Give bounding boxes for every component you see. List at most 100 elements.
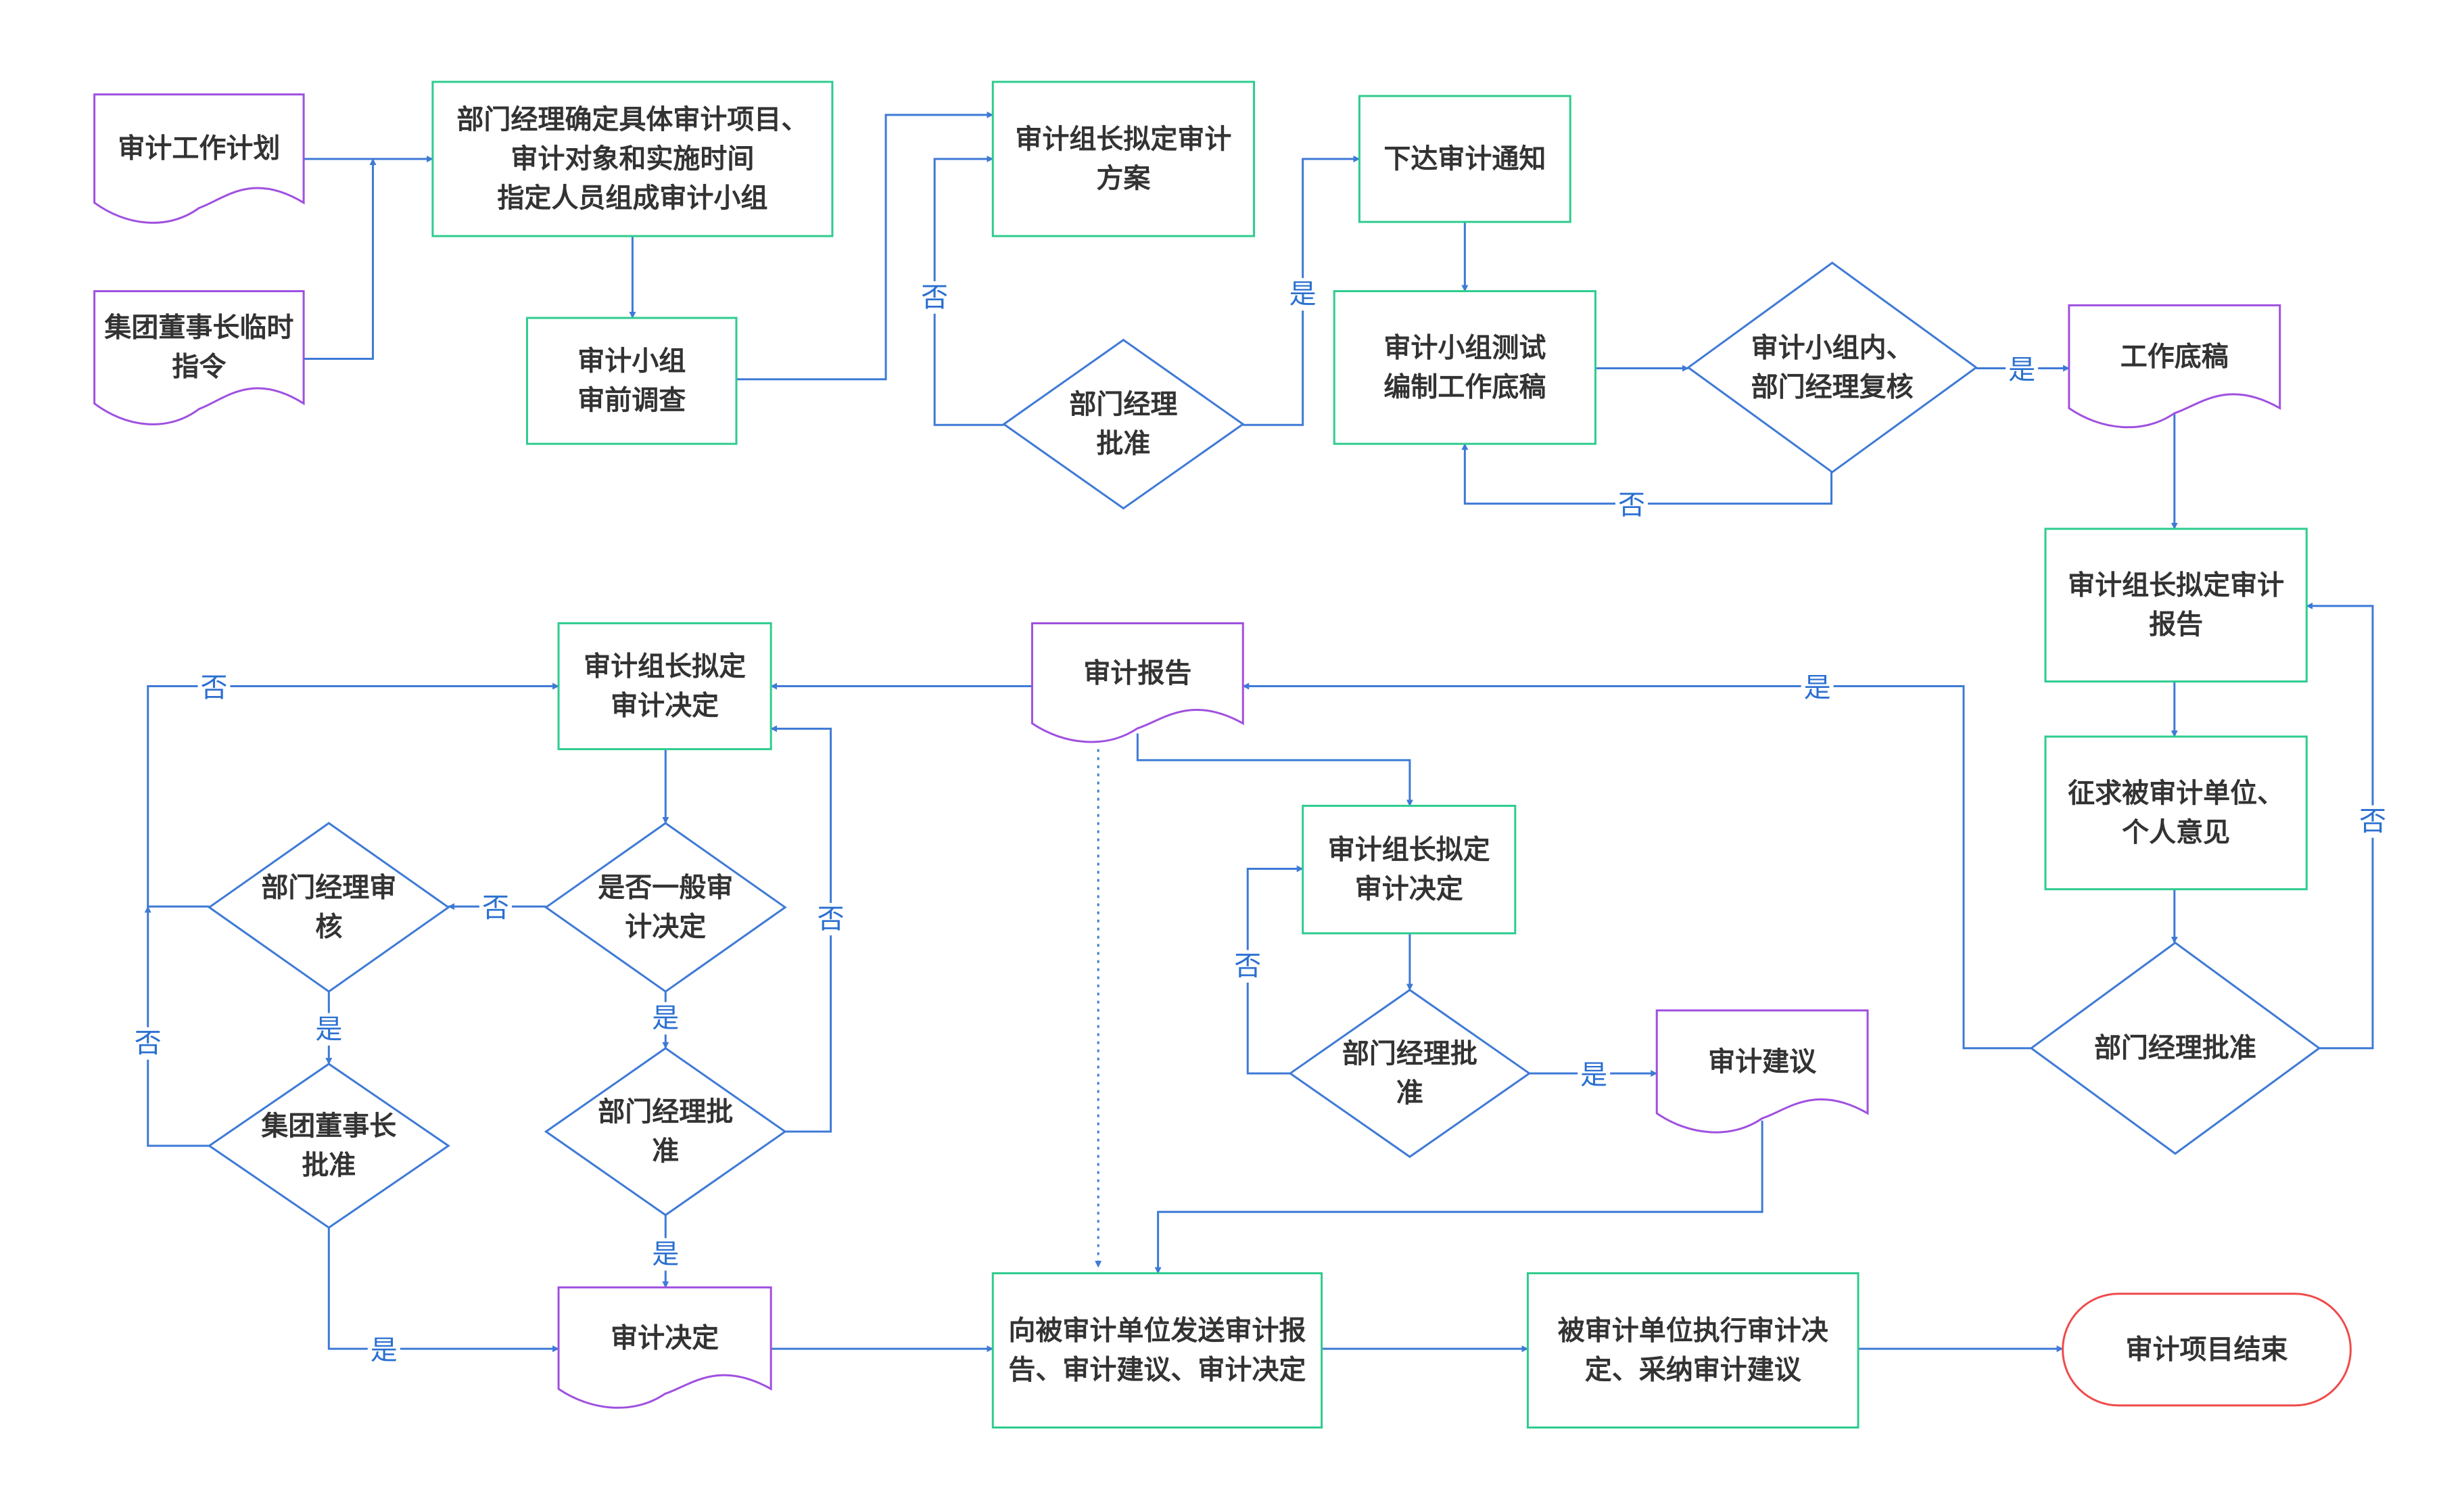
node-audit-report: 审计报告 <box>1030 622 1244 743</box>
node-label: 向被审计单位发送审计报 <box>1008 1316 1306 1345</box>
node-label: 审计报告 <box>1083 658 1191 688</box>
process-box <box>2044 735 2308 891</box>
edge-label-bg <box>918 281 951 314</box>
node-label: 告、审计建议、审计决定 <box>1008 1355 1306 1385</box>
edge-label-no: 否 <box>200 673 227 703</box>
decision-diamond <box>2029 941 2321 1155</box>
edge-label-bg <box>2006 353 2039 386</box>
decision-diamond <box>1001 338 1245 510</box>
edge-label-bg <box>367 1334 400 1367</box>
node-audit-plan: 审计工作计划 <box>93 93 305 224</box>
document-shape <box>2068 304 2281 429</box>
node-label: 指定人员组成审计小组 <box>497 183 767 213</box>
node-label: 审计工作计划 <box>118 134 280 164</box>
node-label: 编制工作底稿 <box>1383 372 1546 402</box>
node-end: 审计项目结束 <box>2062 1293 2352 1407</box>
decision-diamond <box>544 1046 787 1217</box>
node-label: 审计决定 <box>611 1323 719 1353</box>
edge-label-yes: 是 <box>1289 279 1317 309</box>
edge-label-bg <box>649 1238 682 1271</box>
node-label: 部门经理批准 <box>2094 1034 2256 1063</box>
edge-label-no: 否 <box>2359 807 2386 837</box>
node-label: 集团董事长 <box>260 1111 396 1141</box>
process-box <box>2044 528 2308 683</box>
edge-label-bg <box>2356 805 2389 838</box>
edge-label-no: 否 <box>818 904 845 934</box>
node-label: 工作底稿 <box>2121 342 2229 371</box>
node-approve-decision: 部门经理批准 <box>544 1046 787 1217</box>
node-label: 审计组长拟定 <box>1328 835 1490 865</box>
node-label: 部门经理确定具体审计项目、 <box>456 105 808 135</box>
node-label: 是否一般审 <box>598 873 733 902</box>
decision-diamond <box>1288 988 1532 1159</box>
edge-label-bg <box>814 902 847 935</box>
node-label: 报告 <box>2149 610 2203 640</box>
node-label: 审计组长拟定审计 <box>1015 124 1231 154</box>
edge-label-bg <box>1615 488 1648 521</box>
edge-label-bg <box>1578 1059 1611 1092</box>
node-label: 被审计单位执行审计决 <box>1558 1316 1828 1345</box>
node-approve-b: 部门经理批准 <box>1288 988 1532 1159</box>
terminal-shape <box>2062 1293 2352 1407</box>
decision-diamond <box>544 822 787 993</box>
process-box <box>991 1272 1323 1429</box>
node-label: 审计建议 <box>1708 1047 1817 1077</box>
node-label: 下达审计通知 <box>1383 144 1546 174</box>
edge-label-no: 否 <box>1618 490 1645 520</box>
flow-arrow <box>736 111 994 381</box>
node-label: 审计对象和实施时间 <box>511 144 754 174</box>
edge-label-yes: 是 <box>652 1004 679 1034</box>
edge-label-bg <box>1231 950 1264 983</box>
edge-label-yes: 是 <box>371 1335 398 1365</box>
process-box <box>1358 95 1571 223</box>
process-box <box>526 317 738 445</box>
edge-label-bg <box>312 1013 346 1046</box>
node-label: 计决定 <box>625 912 706 942</box>
node-label: 审计小组内、 <box>1751 333 1914 363</box>
node-label: 部门经理 <box>1069 390 1177 419</box>
edge-label-yes: 是 <box>1804 673 1831 703</box>
flow-arrow <box>327 1227 560 1353</box>
node-label: 集团董事长临时 <box>103 313 293 343</box>
process-box <box>1302 804 1517 935</box>
node-label: 征求被审计单位、 <box>2068 779 2284 808</box>
edge-label-yes: 是 <box>1580 1060 1607 1090</box>
node-label: 准 <box>652 1136 679 1166</box>
node-label: 审计决定 <box>611 691 719 721</box>
node-label: 审计小组 <box>577 346 686 376</box>
node-label: 部门经理批 <box>1342 1039 1477 1069</box>
edge-label-bg <box>197 671 231 704</box>
document-shape <box>93 93 305 224</box>
node-label: 指令 <box>172 352 227 382</box>
node-suggestion: 审计建议 <box>1655 1009 1869 1134</box>
flow-arrow <box>1136 733 1413 807</box>
flow-arrow <box>1461 443 1833 505</box>
node-opinion: 征求被审计单位、个人意见 <box>2044 735 2308 891</box>
edge-label-bg <box>1801 671 1834 704</box>
decision-diamond <box>207 822 450 993</box>
node-label: 审前调查 <box>577 386 686 415</box>
edge-label-yes: 是 <box>315 1015 342 1044</box>
node-label: 批准 <box>302 1151 356 1180</box>
flow-arrow <box>1154 1120 1763 1274</box>
edge-label-bg <box>479 891 512 925</box>
decision-diamond <box>207 1063 450 1229</box>
edge-label-yes: 是 <box>652 1240 679 1270</box>
node-working-paper: 工作底稿 <box>2068 304 2281 429</box>
edge-label-no: 否 <box>135 1029 162 1059</box>
edge-label-yes: 是 <box>2008 355 2035 385</box>
node-label: 审计决定 <box>1355 875 1463 904</box>
edge-label-bg <box>649 1002 682 1035</box>
process-box <box>557 622 772 751</box>
